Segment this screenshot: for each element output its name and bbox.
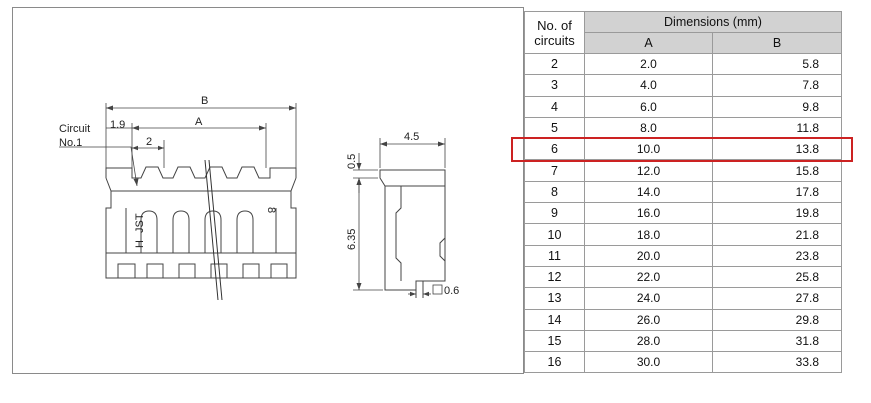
cell-b: 15.8 xyxy=(712,159,842,182)
cell-b: 23.8 xyxy=(712,244,842,267)
dim-pitch-label: 2 xyxy=(146,136,152,148)
cell-b: 21.8 xyxy=(712,223,842,246)
cell-a: 20.0 xyxy=(584,244,713,267)
cell-a: 24.0 xyxy=(584,287,713,310)
dim-0-6-label: 0.6 xyxy=(444,285,459,297)
cell-circuits: 11 xyxy=(524,244,585,267)
cell-circuits: 7 xyxy=(524,159,585,182)
cell-circuits: 12 xyxy=(524,265,585,289)
cell-circuits: 16 xyxy=(524,351,585,374)
cell-circuits: 13 xyxy=(524,287,585,310)
side-view-dimensions xyxy=(353,138,446,295)
cell-circuits: 6 xyxy=(524,138,585,161)
cell-a: 4.0 xyxy=(584,74,713,97)
cell-b: 5.8 xyxy=(712,52,842,76)
cell-b: 7.8 xyxy=(712,74,842,97)
header-a: A xyxy=(584,32,713,54)
header-b: B xyxy=(712,32,842,54)
cell-a: 28.0 xyxy=(584,329,713,353)
cell-b: 19.8 xyxy=(712,202,842,225)
jst-mark: JST xyxy=(134,213,146,233)
cell-b: 31.8 xyxy=(712,329,842,353)
cell-circuits: 14 xyxy=(524,308,585,331)
cell-b: 27.8 xyxy=(712,287,842,310)
cell-circuits: 9 xyxy=(524,202,585,225)
cell-a: 26.0 xyxy=(584,308,713,331)
cell-b: 33.8 xyxy=(712,351,842,374)
cell-circuits: 10 xyxy=(524,223,585,246)
cell-b: 13.8 xyxy=(712,138,842,161)
cell-a: 14.0 xyxy=(584,180,713,204)
cell-a: 18.0 xyxy=(584,223,713,246)
dim-6-35-label: 6.35 xyxy=(346,229,358,250)
drawing-panel: B A 1.9 2 Circuit No.1 JST H 8 xyxy=(12,7,524,374)
cell-b: 11.8 xyxy=(712,116,842,140)
dim-1-9-label: 1.9 xyxy=(110,119,125,131)
dim-b-label: B xyxy=(201,95,208,107)
circuit-no1-label: No.1 xyxy=(59,137,82,149)
cell-a: 6.0 xyxy=(584,95,713,118)
cell-circuits: 5 xyxy=(524,116,585,140)
cell-a: 2.0 xyxy=(584,52,713,76)
dim-4-5-label: 4.5 xyxy=(404,131,419,143)
header-dimensions: Dimensions (mm) xyxy=(584,11,842,33)
side-dimension-arrows xyxy=(356,141,445,297)
cell-a: 12.0 xyxy=(584,159,713,182)
cell-circuits: 8 xyxy=(524,180,585,204)
cell-b: 9.8 xyxy=(712,95,842,118)
connector-side-view xyxy=(379,169,446,298)
cell-a: 10.0 xyxy=(584,138,713,161)
cell-circuits: 2 xyxy=(524,52,585,76)
cell-a: 30.0 xyxy=(584,351,713,374)
front-view-dimensions xyxy=(59,103,297,187)
circuit-label: Circuit xyxy=(59,123,90,135)
dim-0-5-label: 0.5 xyxy=(346,154,358,169)
cell-a: 22.0 xyxy=(584,265,713,289)
dimension-arrows xyxy=(106,105,296,186)
circuit-count-mark: 8 xyxy=(265,207,277,213)
header-circuits: No. of circuits xyxy=(524,11,585,54)
cell-circuits: 3 xyxy=(524,74,585,97)
cell-a: 8.0 xyxy=(584,116,713,140)
connector-front-view xyxy=(105,159,297,301)
h-mark: H xyxy=(134,240,146,248)
cell-b: 29.8 xyxy=(712,308,842,331)
cell-b: 25.8 xyxy=(712,265,842,289)
dim-a-label: A xyxy=(195,116,203,128)
cell-a: 16.0 xyxy=(584,202,713,225)
cell-b: 17.8 xyxy=(712,180,842,204)
cell-circuits: 15 xyxy=(524,329,585,353)
cell-circuits: 4 xyxy=(524,95,585,118)
